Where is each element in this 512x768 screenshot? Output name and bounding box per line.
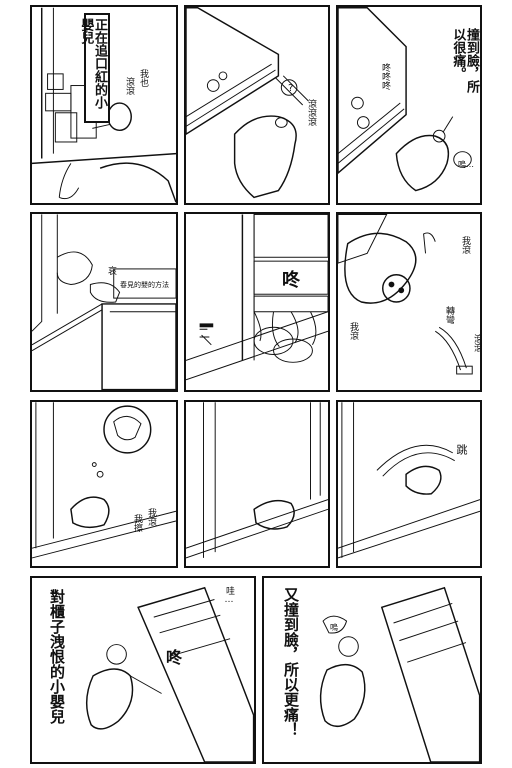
panel-7-sfx-hmm: 我擦: [132, 514, 142, 532]
panel-4: 春見的嬰的方法 哀: [30, 212, 178, 392]
panel-10: 對櫃子洩恨的小嬰兒 哇… 咚: [30, 576, 256, 764]
panel-3-caption: 撞到臉，所以很痛。: [442, 25, 480, 107]
panel-10-caption: 對櫃子洩恨的小嬰兒: [40, 586, 66, 750]
panel-9-art: [338, 402, 480, 559]
panel-1-caption: 正在追口紅的小嬰兒: [78, 13, 110, 123]
panel-7: 我滾 我擦: [30, 400, 178, 568]
panel-2-bubble: ?: [288, 83, 294, 94]
panel-11-art: [319, 586, 480, 762]
panel-2: 滾滾滾 ?: [184, 5, 330, 205]
panel-7-sfx-me: 我滾: [146, 508, 156, 526]
panel-10-sfx-hit: 咚: [166, 648, 183, 667]
panel-6: 我滾 我滾 轉彎 滾滾: [336, 212, 482, 392]
panel-7-art: [32, 402, 176, 559]
panel-2-art: [186, 7, 309, 199]
panel-6-sfx-roll-left: 我滾: [348, 322, 358, 340]
panel-1-sfx-me: 我也: [138, 69, 148, 87]
panel-3-sfx-bump: 咚咚咚: [380, 63, 390, 90]
panel-6-art: [338, 214, 473, 375]
panel-1-sfx-roll: 滾滾: [124, 77, 134, 95]
panel-4-sign: 春見的嬰的方法: [120, 281, 169, 289]
panel-5: 咚: [184, 212, 330, 392]
panel-4-art: [32, 214, 176, 390]
panel-5-sfx-big: 咚: [282, 270, 300, 291]
panel-10-sfx-wa: 哇…: [224, 586, 234, 605]
panel-3-bubble: 嗚…: [458, 160, 474, 169]
panel-6-sfx-roll-right: 我滾: [460, 236, 470, 254]
panel-11-bubble: 嗚: [330, 623, 338, 632]
panel-8-art: [186, 402, 328, 559]
panel-11-caption: 又撞到臉，所以更痛！: [274, 584, 300, 754]
panel-3: 撞到臉，所以很痛。 咚咚咚 嗚…: [336, 5, 482, 205]
panel-4-sfx: 哀: [106, 266, 116, 275]
panel-8: [184, 400, 330, 568]
panel-5-art: [186, 214, 328, 381]
panel-9-sfx-jump: 跳: [455, 444, 468, 455]
panel-1: 正在追口紅的小嬰兒 滾滾 我也: [30, 5, 178, 205]
panel-2-sfx-roll: 滾滾滾: [306, 99, 316, 126]
panel-9: 跳: [336, 400, 482, 568]
panel-10-art: [85, 586, 254, 762]
panel-3-art: [338, 7, 472, 192]
panel-6-sfx-turn: 轉彎: [444, 306, 454, 324]
panel-6-sfx-roll2: 滾滾: [472, 334, 482, 352]
panel-11: 又撞到臉，所以更痛！ 嗚: [262, 576, 482, 764]
